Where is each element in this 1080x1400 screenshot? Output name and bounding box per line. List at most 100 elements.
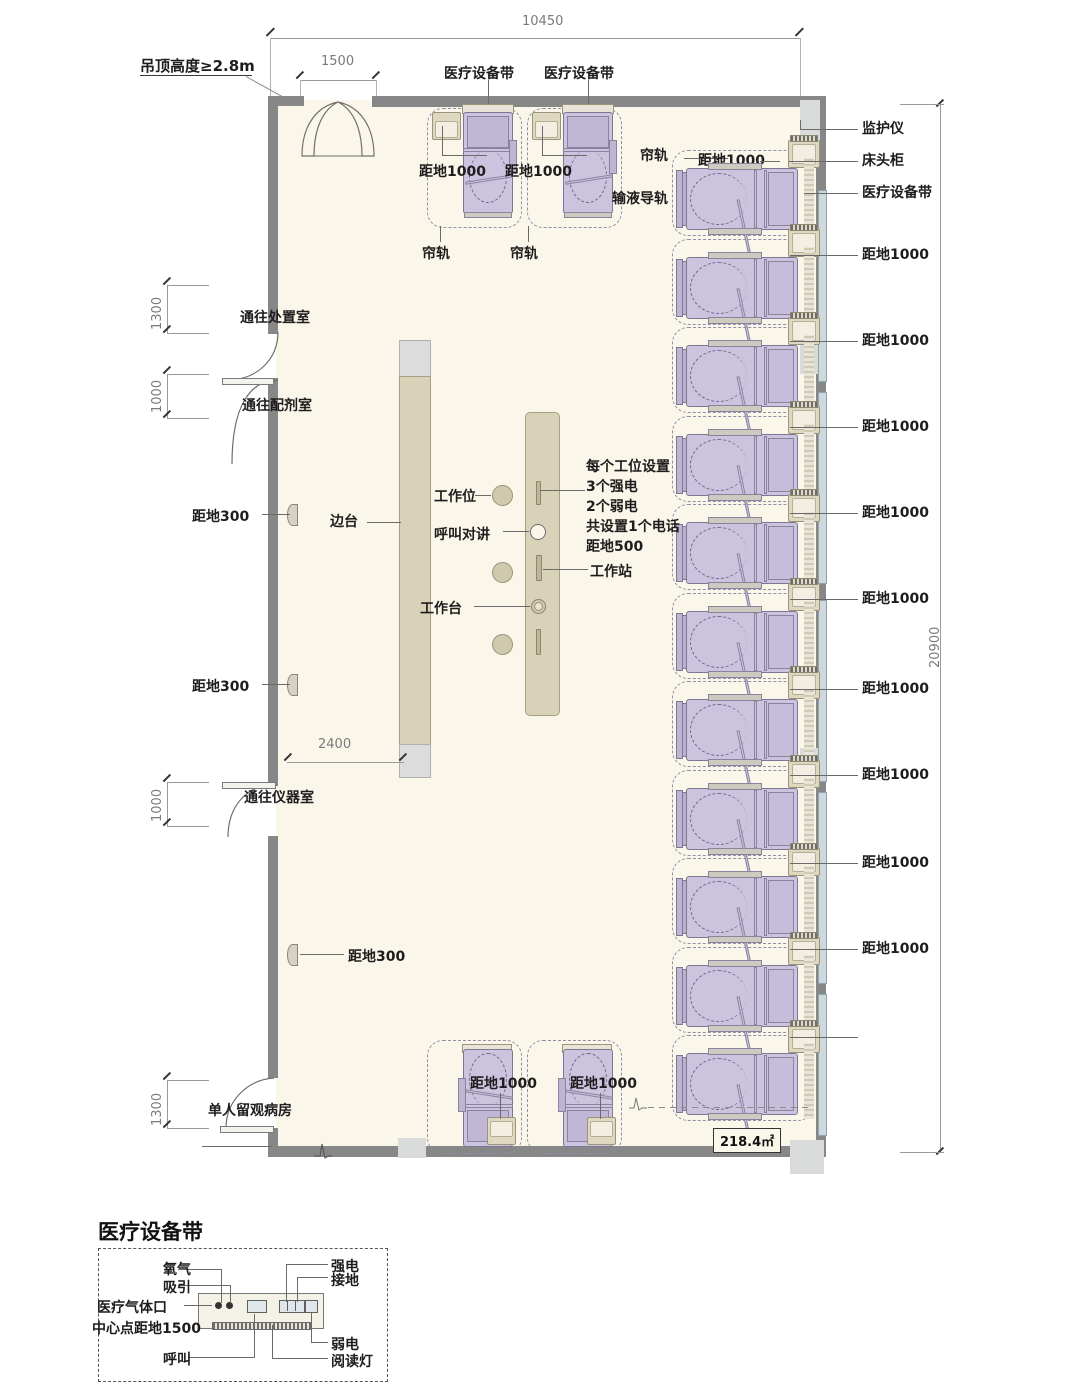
bed-right-siderail-top-10	[708, 960, 762, 967]
dim-left-1300-bottom-ext2	[167, 1128, 209, 1129]
bed-right-siderail-bottom-1	[708, 228, 762, 235]
leader-top-bed-b-v	[542, 126, 543, 156]
label-iv-rail: 输液导轨	[612, 191, 668, 207]
label-curtain-track-inner: 帘轨	[640, 148, 668, 164]
bed-right-footpanel-1	[768, 172, 794, 226]
bed-top-b-footboard	[564, 212, 612, 218]
legend-label-gas-port: 医疗气体口	[97, 1300, 167, 1316]
label-right-height-5: 距地1000	[862, 591, 929, 607]
dim-entry-tick-right	[371, 70, 381, 80]
door-to-dispensing-room	[231, 379, 279, 465]
bed-right-siderail-top-2	[708, 252, 762, 259]
label-height-300-mid: 距地300	[192, 679, 250, 695]
bed-right-siderail-bottom-3	[708, 405, 762, 412]
curtain-track-bottom-bed-b	[527, 1040, 622, 1154]
worktable-circle-inner	[534, 602, 543, 611]
wall-left-bottom	[268, 1128, 278, 1156]
bed-top-a-siderail	[509, 140, 517, 174]
bed-bottom-b-siderail	[558, 1078, 566, 1112]
bed-right-siderail-top-9	[708, 871, 762, 878]
dim-left-1000-a: 1000	[150, 379, 165, 413]
monitor-right-1	[790, 135, 818, 142]
bed-right-arc-10	[690, 970, 747, 1022]
bed-right-headboard-2	[676, 259, 683, 317]
dim-left-1300-top: 1300	[150, 296, 165, 330]
legend-label-call: 呼叫	[163, 1352, 191, 1368]
label-workstation: 工作站	[590, 564, 632, 580]
equipment-band-right-5	[804, 512, 814, 588]
bed-right-headboard-6	[676, 613, 683, 671]
label-equipment-band-top-b: 医疗设备带	[544, 66, 614, 82]
label-right-height-8: 距地1000	[862, 855, 929, 871]
leader-curtain-top-a	[440, 226, 441, 242]
dim-overall-width: 10450	[522, 14, 564, 29]
dim-left-1300-bottom-ext1	[167, 1080, 209, 1081]
dim-left-1000-a-ext1	[167, 374, 209, 375]
equipment-band-right-2	[804, 247, 814, 323]
legend-leader-ground-v	[297, 1277, 298, 1302]
legend-label-strong-power: 强电	[331, 1259, 359, 1275]
bed-right-headboard-9	[676, 878, 683, 936]
legend-oxygen-port	[215, 1302, 222, 1309]
leader-call-intercom	[503, 531, 529, 532]
leader-right-height-3	[790, 427, 858, 428]
power-note-line-1: 每个工位设置	[586, 459, 670, 475]
legend-power-socket-divider-b	[295, 1300, 296, 1311]
leader-equipment-band-top-b	[588, 80, 589, 104]
label-call-intercom: 呼叫对讲	[434, 527, 490, 543]
bed-right-divider-b-8	[764, 790, 768, 848]
wall-left	[268, 96, 278, 334]
legend-power-sockets	[279, 1300, 305, 1313]
bed-right-headboard-8	[676, 790, 683, 848]
bed-right-divider-b-9	[764, 878, 768, 936]
bedside-cabinet-bottom-a-inner	[490, 1121, 513, 1137]
entry-door-arc	[301, 101, 375, 157]
bed-top-a-headrest	[467, 116, 509, 148]
leader-bottom-bed-a	[500, 1093, 501, 1119]
legend-label-suction: 吸引	[163, 1280, 191, 1296]
label-right-height-6: 距地1000	[862, 681, 929, 697]
equipment-band-right-9	[804, 866, 814, 942]
leader-bedside-cabinet	[789, 161, 858, 162]
power-note-line-3: 2个弱电	[586, 499, 638, 515]
legend-leader-oxygen-v	[221, 1269, 222, 1303]
bed-right-siderail-top-8	[708, 783, 762, 790]
equipment-band-right-7	[804, 689, 814, 765]
label-right-height-4: 距地1000	[862, 505, 929, 521]
equipment-band-right-11	[804, 1043, 814, 1119]
leader-right-height-7	[790, 775, 858, 776]
bed-right-siderail-bottom-6	[708, 671, 762, 678]
bed-right-siderail-bottom-2	[708, 317, 762, 324]
leader-right-height-2	[790, 341, 858, 342]
bed-right-divider-b-1	[764, 170, 768, 228]
bed-top-a-footboard	[464, 212, 512, 218]
dim-overall-width-tick-left	[265, 27, 276, 37]
label-worktable: 工作台	[420, 601, 462, 617]
bed-right-footpanel-5	[768, 526, 794, 580]
legend-label-center-height: 中心点距地1500	[92, 1321, 201, 1337]
column-pad-bottom-left	[398, 1138, 426, 1158]
bed-right-siderail-top-11	[708, 1048, 762, 1055]
legend-label-reading-light: 阅读灯	[331, 1354, 373, 1370]
bed-right-arc-8	[690, 793, 747, 845]
dim-overall-height-line	[940, 104, 941, 1152]
bed-bottom-b-midrail	[563, 1104, 613, 1108]
bed-right-arc-5	[690, 527, 747, 579]
monitor-right-4	[790, 401, 818, 408]
bed-right-headboard-1	[676, 170, 683, 228]
label-right-height-9: 距地1000	[862, 941, 929, 957]
leader-right-height-4	[790, 513, 858, 514]
side-counter-top-cap	[399, 340, 431, 378]
legend-leader-call	[188, 1357, 254, 1358]
label-bottom-bed-b-height: 距地1000	[570, 1076, 637, 1092]
dim-left-1300-bottom: 1300	[150, 1092, 165, 1126]
label-equipment-band-top-a: 医疗设备带	[444, 66, 514, 82]
monitor-right-5	[790, 489, 818, 496]
leader-right-height-8	[790, 863, 858, 864]
dim-counter-width-line	[287, 762, 404, 763]
work-position-circle-2	[492, 562, 513, 583]
bed-right-headboard-10	[676, 967, 683, 1025]
dim-overall-width-ext-right	[800, 38, 801, 100]
wall-left-mid-c	[268, 836, 278, 1078]
workstation-slot-3	[536, 629, 541, 655]
